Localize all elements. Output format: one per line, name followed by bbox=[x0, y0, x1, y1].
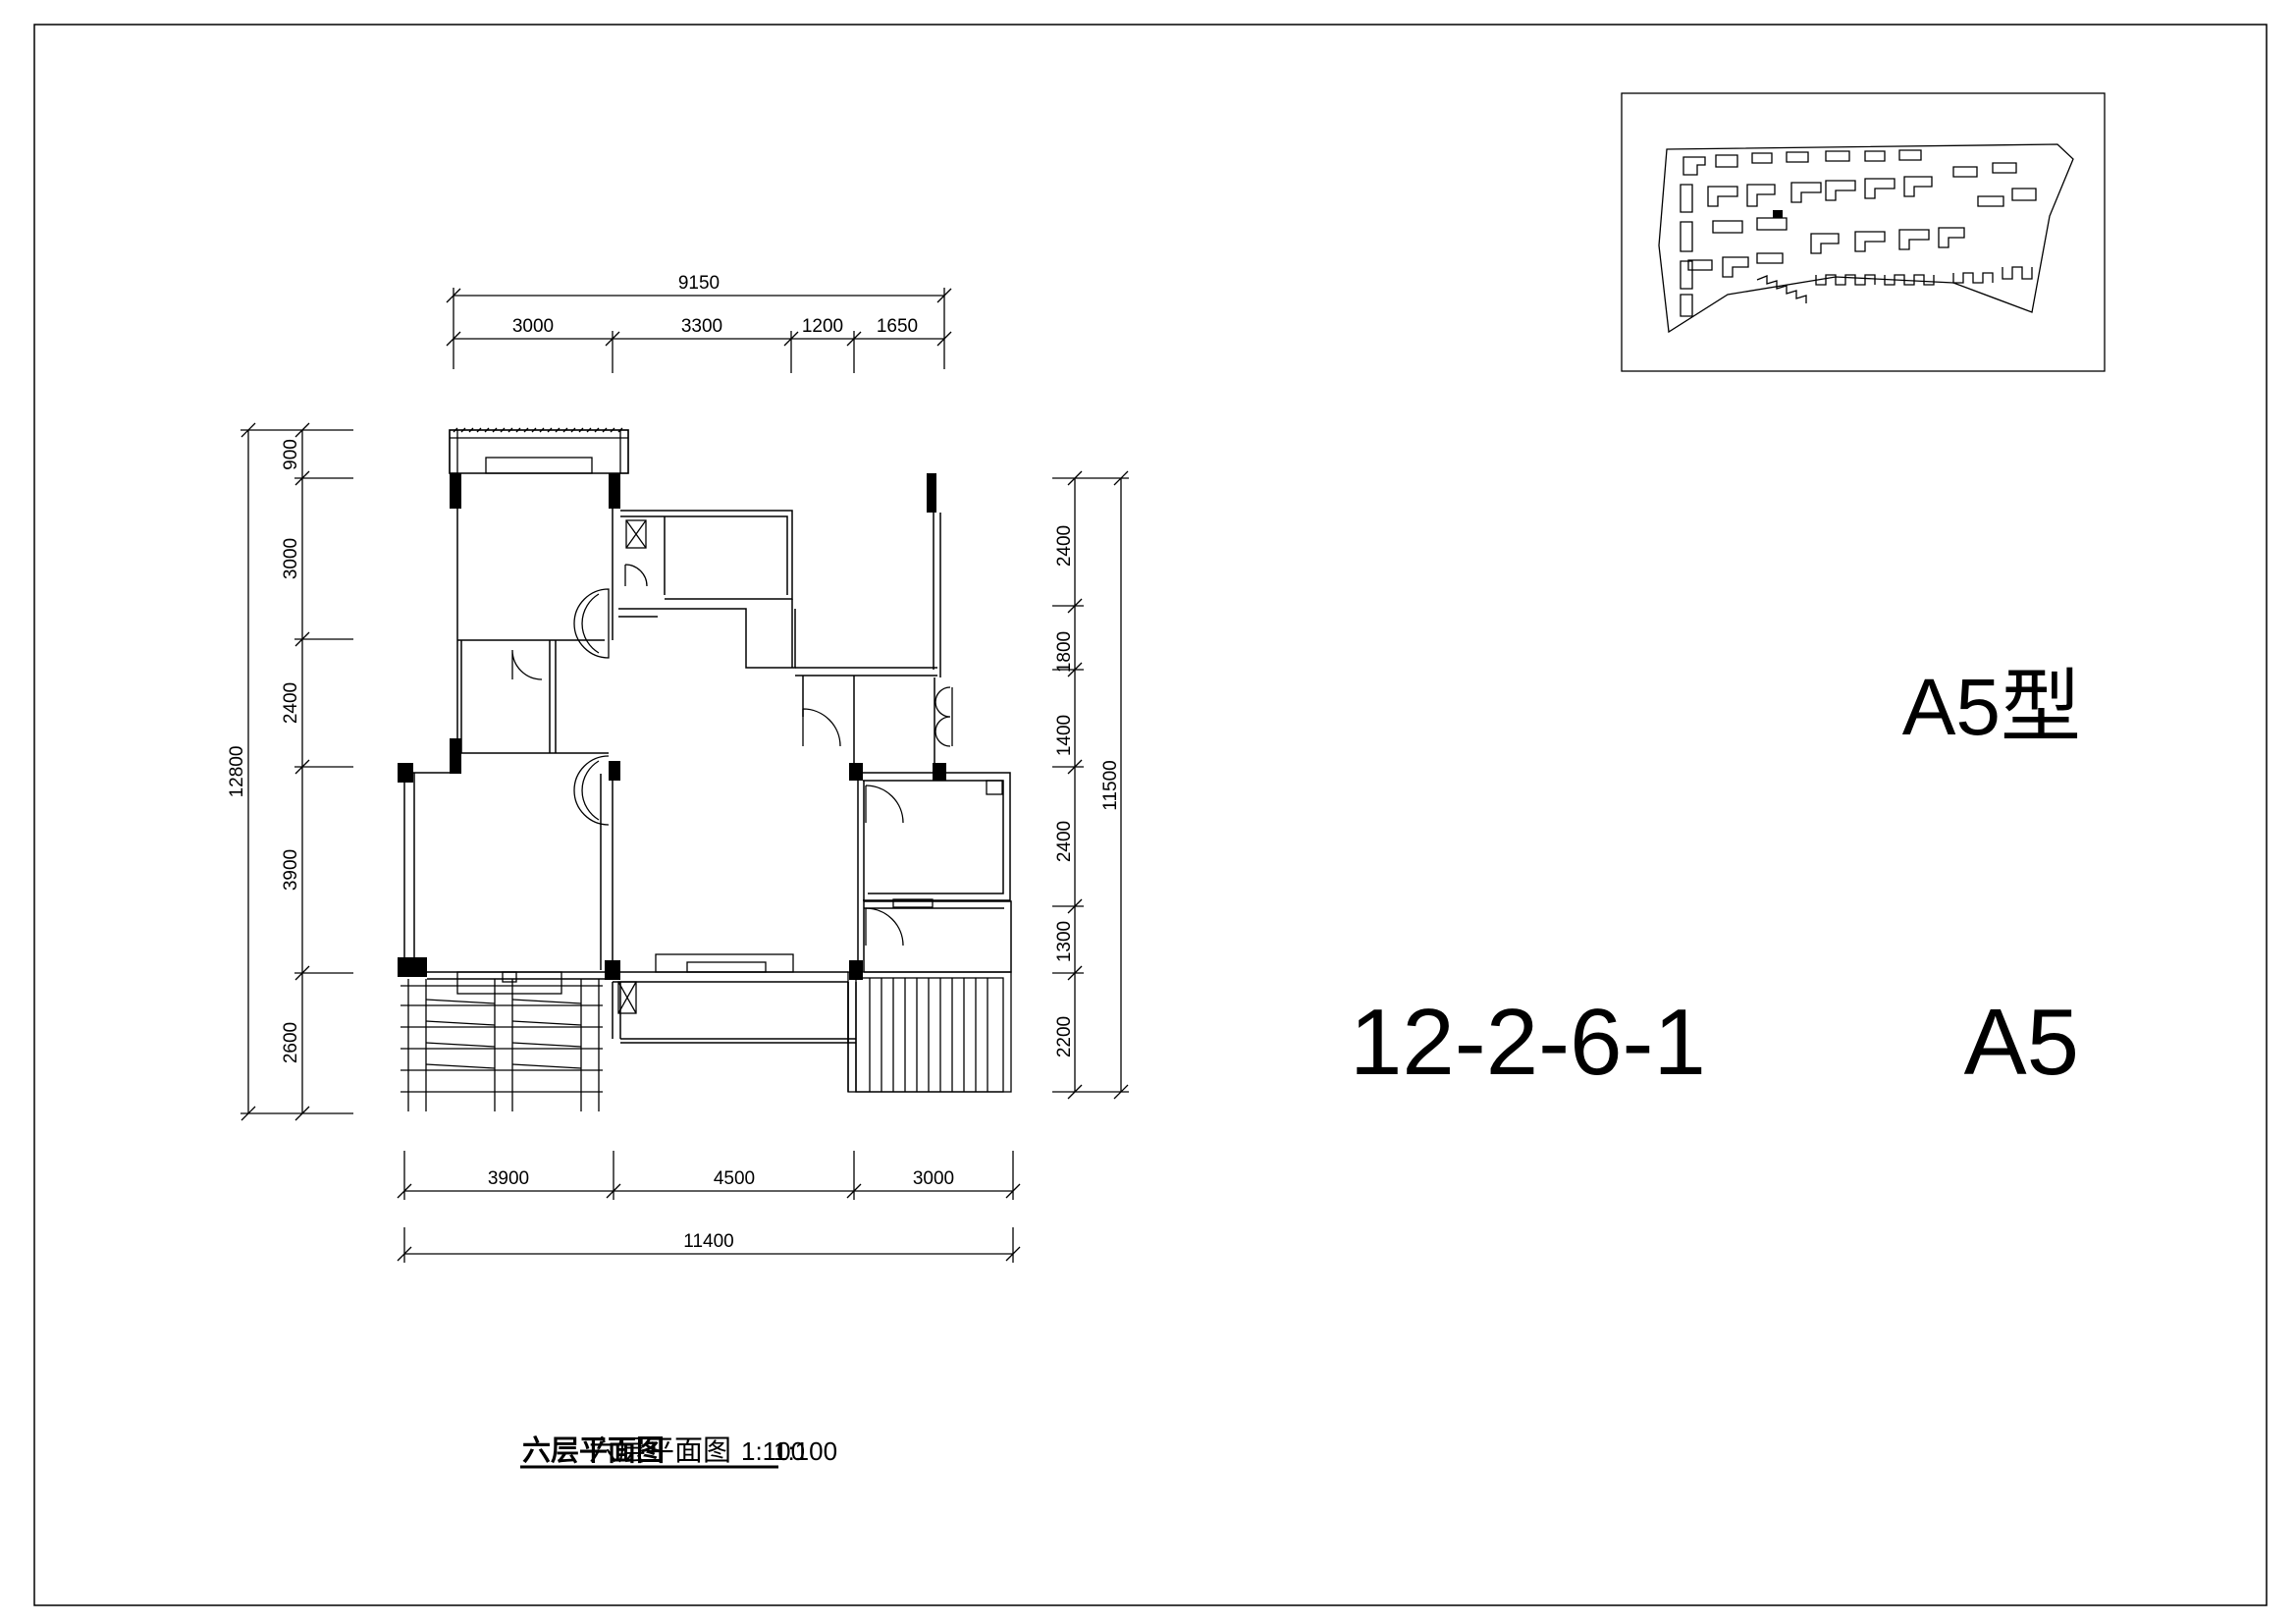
drawing-caption: 六层平面图 六层平面图 1:100 1:100 bbox=[520, 1435, 837, 1469]
caption-text: 六层平面图 bbox=[522, 1435, 665, 1467]
unit-type-label: A5 bbox=[1964, 990, 2079, 1095]
dim-top-4: 1650 bbox=[877, 316, 918, 337]
top-dimension-lines bbox=[446, 288, 952, 373]
dim-left-total: 12800 bbox=[227, 746, 247, 798]
bedroom-walls bbox=[456, 473, 614, 641]
right-balcony bbox=[847, 971, 1012, 1093]
dim-right-4: 2400 bbox=[1054, 821, 1075, 862]
dim-right-2: 1800 bbox=[1054, 631, 1075, 673]
right-dimension-lines bbox=[1052, 470, 1129, 1100]
dim-top-1: 3000 bbox=[512, 316, 554, 337]
type-title: A5型 bbox=[1902, 663, 2081, 752]
dim-top-2: 3300 bbox=[681, 316, 722, 337]
scale-text: 1:100 bbox=[741, 1436, 805, 1466]
site-buildings bbox=[1680, 149, 2037, 317]
left-dimension-lines bbox=[240, 422, 353, 1121]
key-plan bbox=[1621, 92, 2106, 372]
caption-text-overlap: 六层平面图 bbox=[589, 1435, 731, 1467]
living-walls bbox=[618, 599, 796, 669]
dim-right-6: 2200 bbox=[1054, 1016, 1075, 1057]
dim-right-5: 1300 bbox=[1054, 921, 1075, 962]
dim-bottom-2: 4500 bbox=[714, 1168, 755, 1189]
sheet-border bbox=[33, 24, 2268, 1606]
top-balcony bbox=[449, 427, 629, 474]
dim-left-1: 900 bbox=[281, 439, 301, 470]
key-plan-frame bbox=[1621, 92, 2106, 372]
dim-top-total: 9150 bbox=[678, 273, 720, 294]
dim-left-4: 3900 bbox=[281, 849, 301, 891]
dim-bottom-3: 3000 bbox=[913, 1168, 954, 1189]
left-balcony bbox=[400, 971, 603, 1111]
dim-right-3: 1400 bbox=[1054, 715, 1075, 756]
bathroom-walls bbox=[620, 510, 793, 600]
floor-plan bbox=[398, 427, 1012, 1111]
dim-bottom-total: 11400 bbox=[683, 1231, 733, 1252]
dim-left-3: 2400 bbox=[281, 682, 301, 724]
dim-left-2: 3000 bbox=[281, 538, 301, 579]
dim-bottom-1: 3900 bbox=[488, 1168, 529, 1189]
small-room-walls bbox=[456, 640, 609, 754]
bottom-dimension-lines bbox=[397, 1151, 1021, 1263]
dim-right-total: 11500 bbox=[1100, 760, 1121, 810]
unit-code: 12-2-6-1 bbox=[1350, 990, 1706, 1095]
dim-left-5: 2600 bbox=[281, 1022, 301, 1063]
scale-text-overlap: 1:100 bbox=[774, 1436, 837, 1466]
dim-right-1: 2400 bbox=[1054, 525, 1075, 567]
dim-top-3: 1200 bbox=[802, 316, 843, 337]
